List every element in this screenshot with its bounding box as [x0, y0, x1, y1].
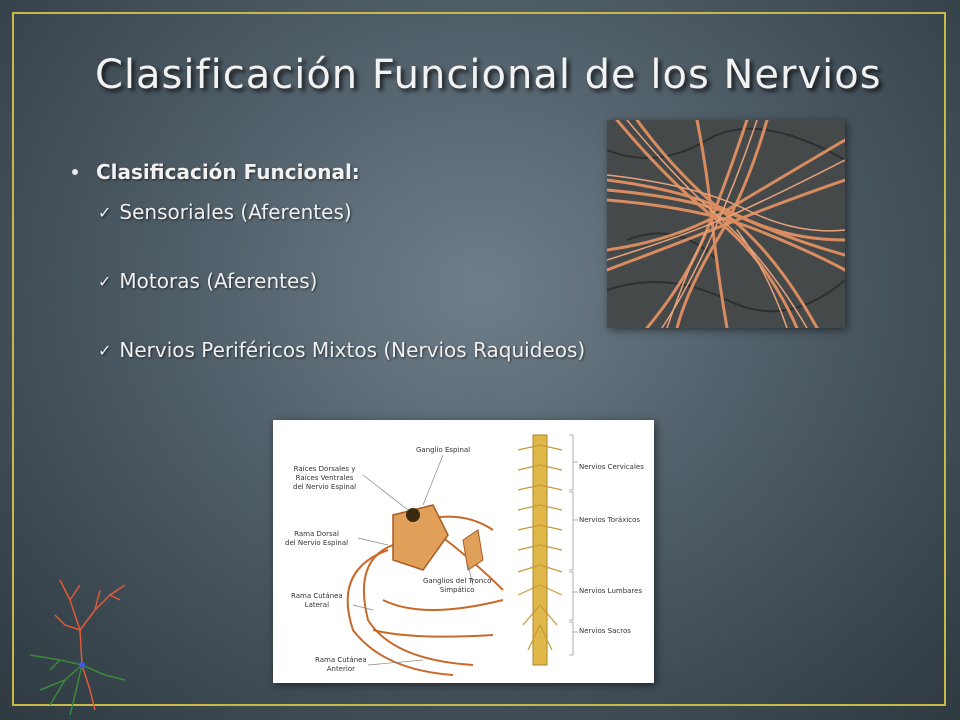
label-lumbares: Nervios Lumbares — [579, 587, 643, 595]
bullet-main-text: Clasificación Funcional: — [96, 160, 360, 184]
item-sensoriales: Sensoriales (Aferentes) — [119, 200, 352, 224]
slide-frame — [12, 12, 946, 706]
nerve-fibers-photo — [607, 120, 845, 328]
label-ganglio-espinal: Ganglio Espinal — [416, 446, 471, 454]
label-rama-dorsal: Rama Dorsal del Nervio Espinal — [285, 530, 349, 547]
item-mixtos: Nervios Periféricos Mixtos (Nervios Raqu… — [119, 338, 586, 362]
checkmark-icon: ✓ — [98, 340, 112, 360]
label-raices: Raíces Dorsales y Raíces Ventrales del N… — [293, 465, 357, 491]
nerve-fibers-image — [607, 120, 845, 328]
slide-title: Clasificación Funcional de los Nervios — [95, 52, 882, 98]
list-item: ✓ Motoras (Aferentes) — [98, 269, 585, 293]
neuron-decoration-icon — [29, 579, 126, 715]
bullet-dot-icon — [72, 169, 78, 175]
spinal-nerve-diagram: Ganglio Espinal Raíces Dorsales y Raíces… — [273, 420, 654, 683]
label-toraxicos: Nervios Toráxicos — [579, 516, 641, 524]
list-item: ✓ Sensoriales (Aferentes) — [98, 200, 585, 224]
label-ganglios-tronco: Ganglios del Tronco Simpático — [423, 577, 492, 594]
bullet-main: Clasificación Funcional: — [72, 160, 585, 184]
bullet-list: Clasificación Funcional: ✓ Sensoriales (… — [72, 160, 585, 362]
checkmark-icon: ✓ — [98, 271, 112, 291]
label-sacros: Nervios Sacros — [579, 627, 631, 635]
label-rama-cutanea-lateral: Rama Cutánea Lateral — [291, 592, 343, 609]
item-motoras: Motoras (Aferentes) — [119, 269, 318, 293]
checkmark-icon: ✓ — [98, 202, 112, 222]
spinal-nerve-drawing — [346, 434, 578, 676]
list-item: ✓ Nervios Periféricos Mixtos (Nervios Ra… — [98, 338, 585, 362]
label-cervicales: Nervios Cervicales — [579, 463, 644, 471]
label-rama-cutanea-anterior: Rama Cutánea Anterior — [315, 656, 367, 673]
